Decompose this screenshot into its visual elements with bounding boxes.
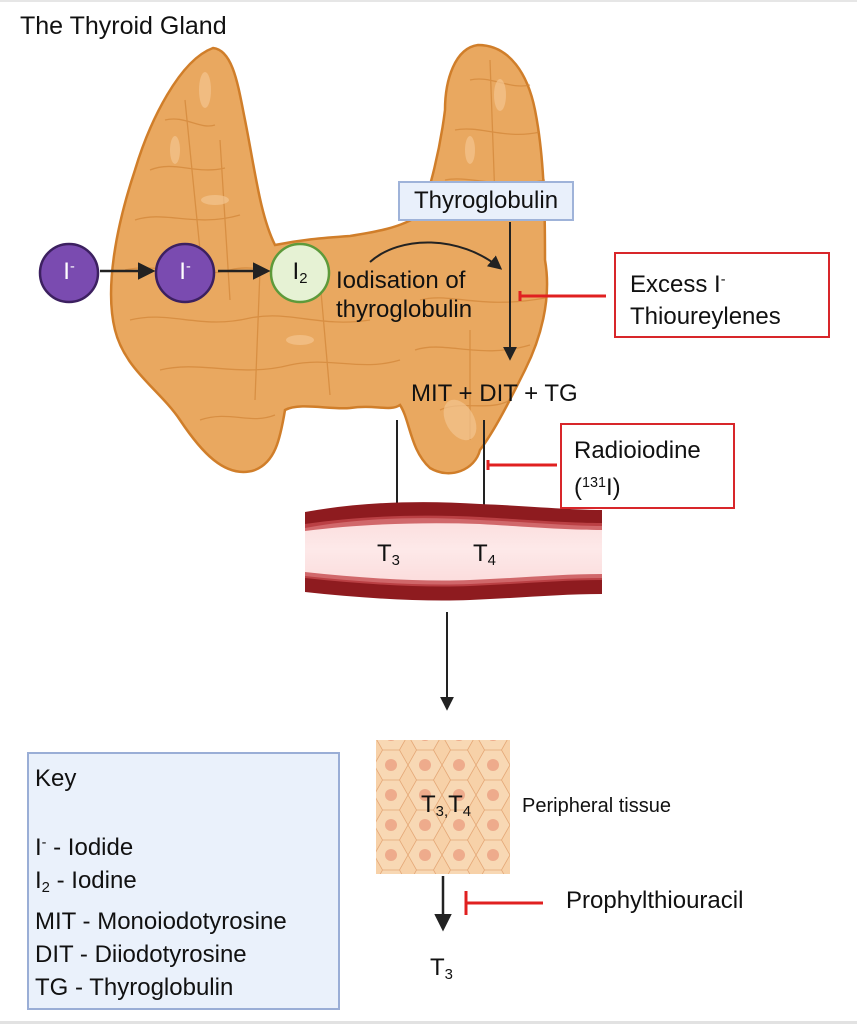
iodide-label-1: I- — [63, 258, 75, 285]
iodide-label-2: I- — [179, 258, 191, 285]
key-heading: Key — [35, 765, 77, 792]
products-label: MIT + DIT + TG — [411, 380, 578, 407]
inhibitor-box-excess-iodide: Excess I- Thioureylenes — [614, 252, 830, 338]
excess-iodide-line-1: Excess I- — [630, 270, 726, 298]
blood-vessel — [305, 502, 602, 601]
final-t3-label: T3 — [430, 954, 453, 984]
propylthiouracil-label: Prophylthiouracil — [566, 887, 744, 914]
blood-t4-label: T4 — [473, 540, 496, 570]
iodisation-line-1: Iodisation of — [336, 267, 466, 294]
thyroid-gland — [109, 43, 549, 475]
gland-highlights — [170, 72, 506, 441]
arrow-iodination-curve — [369, 241, 503, 270]
thyroglobulin-box: Thyroglobulin — [398, 181, 574, 221]
key-item: MIT - Monoiodotyrosine — [35, 908, 287, 936]
iodine-circle — [269, 242, 331, 304]
peripheral-tissue-block — [376, 740, 510, 874]
blood-t3-label: T3 — [377, 540, 400, 570]
radioiodine-line-2: (131I) — [574, 473, 621, 501]
top-border — [0, 0, 857, 2]
iodisation-label: Iodisation of thyroglobulin — [336, 266, 472, 324]
iodisation-line-2: thyroglobulin — [336, 296, 473, 323]
iodine-label: I2 — [292, 258, 308, 288]
peripheral-tissue-label: Peripheral tissue — [522, 795, 671, 817]
bottom-border — [0, 1021, 857, 1024]
iodide-circle-2 — [154, 242, 216, 304]
tissue-hormones-label: T3,T4 — [421, 791, 472, 821]
key-item: DIT - Diiodotyrosine — [35, 941, 247, 969]
iodide-circle-1 — [38, 242, 100, 304]
radioiodine-line-1: Radioiodine — [574, 437, 701, 464]
key-item: TG - Thyroglobulin — [35, 974, 234, 1002]
key-item: I- - Iodide — [35, 833, 134, 861]
inhibitor-box-radioiodine: Radioiodine (131I) — [560, 423, 735, 509]
excess-iodide-line-2: Thioureylenes — [630, 302, 781, 330]
key-item: I2 - Iodine — [35, 866, 137, 897]
diagram-title: The Thyroid Gland — [20, 12, 227, 40]
key-legend: Key I- - Iodide I2 - Iodine MIT - Monoio… — [27, 752, 340, 1010]
